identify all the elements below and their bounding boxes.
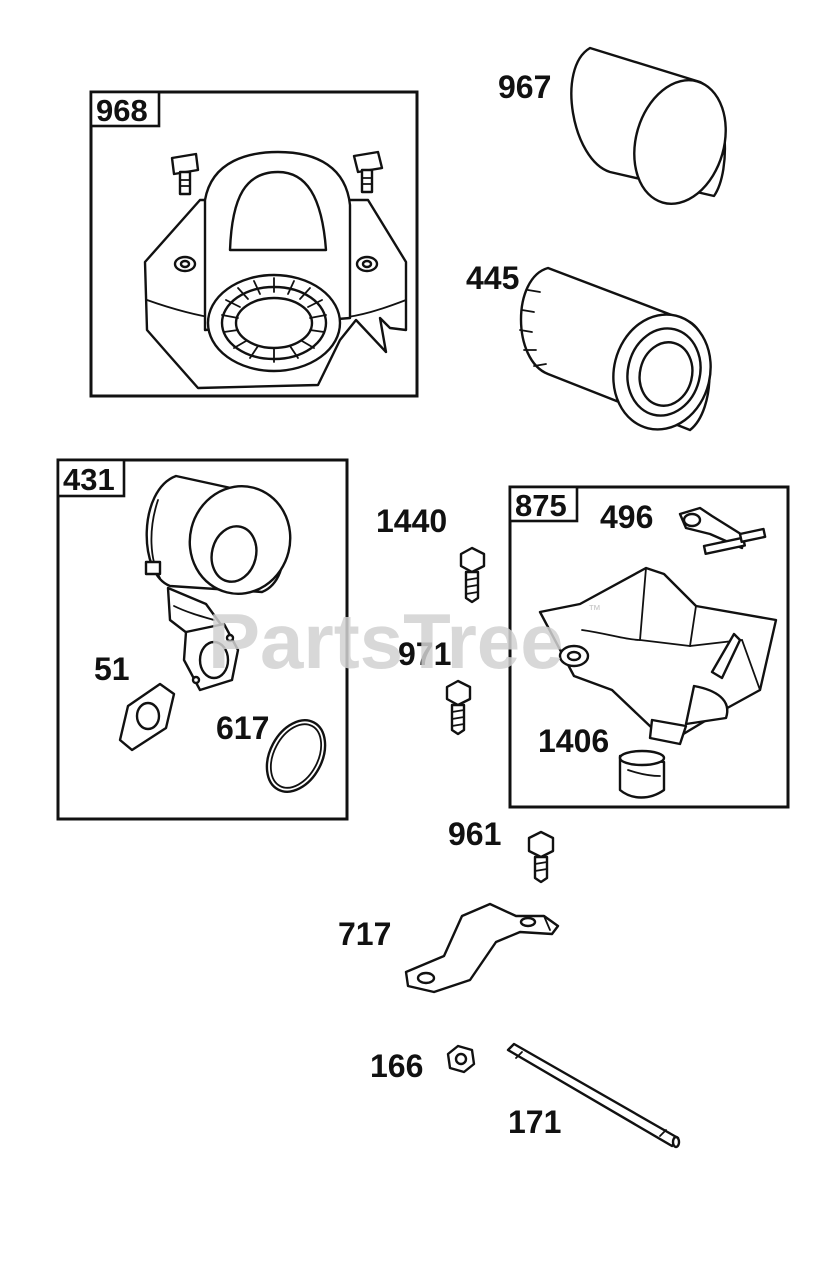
callout-496: 496 bbox=[600, 499, 653, 535]
part-51-gasket[interactable] bbox=[118, 682, 176, 752]
group-875-frame bbox=[508, 485, 790, 809]
group-431-label: 431 bbox=[63, 462, 115, 497]
callout-961: 961 bbox=[448, 816, 501, 852]
part-971-screw[interactable] bbox=[445, 679, 472, 736]
part-445-filter-cartridge[interactable] bbox=[519, 266, 723, 440]
callout-1440: 1440 bbox=[376, 503, 447, 539]
part-717-bracket[interactable] bbox=[404, 902, 560, 994]
callout-967: 967 bbox=[498, 69, 551, 105]
air-cleaner-base[interactable] bbox=[144, 474, 302, 692]
group-968[interactable]: 968 bbox=[89, 90, 419, 398]
group-968-label: 968 bbox=[96, 93, 148, 128]
callout-971: 971 bbox=[398, 636, 451, 672]
callout-51: 51 bbox=[94, 651, 130, 687]
cover-knob-right[interactable] bbox=[352, 150, 384, 194]
callout-617: 617 bbox=[216, 710, 269, 746]
group-431[interactable]: 431 bbox=[56, 458, 349, 821]
watermark-trademark: ™ bbox=[588, 602, 601, 617]
part-1440-screw[interactable] bbox=[459, 546, 486, 604]
part-1406-elbow[interactable] bbox=[618, 749, 666, 799]
intake-duct[interactable] bbox=[538, 566, 778, 746]
watermark: PartsTree ™ bbox=[208, 597, 601, 685]
group-431-frame bbox=[56, 458, 349, 821]
group-968-frame bbox=[89, 90, 419, 398]
part-496-link[interactable] bbox=[678, 506, 767, 556]
air-cleaner-cover[interactable] bbox=[143, 150, 408, 390]
part-967-precleaner[interactable] bbox=[570, 46, 739, 215]
callout-1406: 1406 bbox=[538, 723, 609, 759]
part-171-stud[interactable] bbox=[506, 1042, 681, 1149]
group-431-tag bbox=[56, 458, 126, 498]
grille-slats bbox=[221, 277, 327, 363]
group-875[interactable]: 875 bbox=[508, 485, 790, 809]
part-617-o-ring[interactable] bbox=[255, 710, 337, 802]
callout-445: 445 bbox=[466, 260, 519, 296]
callout-166: 166 bbox=[370, 1048, 423, 1084]
part-961-screw[interactable] bbox=[527, 830, 555, 884]
group-875-label: 875 bbox=[515, 488, 567, 523]
group-875-tag bbox=[508, 485, 579, 523]
group-968-tag bbox=[89, 90, 161, 128]
callout-171: 171 bbox=[508, 1104, 561, 1140]
filter-pleat-ribs bbox=[519, 289, 547, 367]
part-166-nut[interactable] bbox=[446, 1044, 476, 1074]
cover-knob-left[interactable] bbox=[170, 152, 200, 196]
watermark-text: PartsTree bbox=[208, 597, 564, 685]
callout-717: 717 bbox=[338, 916, 391, 952]
